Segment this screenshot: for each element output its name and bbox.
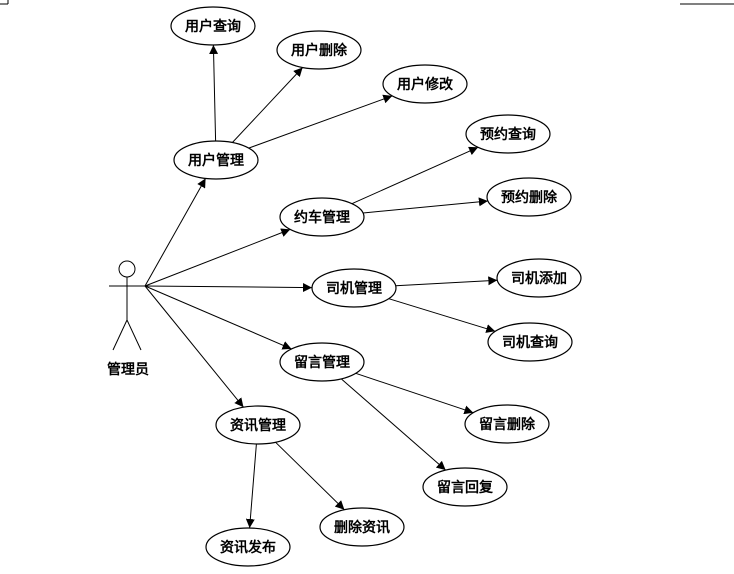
node-user-query-label: 用户查询 <box>185 18 241 35</box>
node-car-mgmt-shape <box>279 197 365 237</box>
node-driver-add-label: 司机添加 <box>511 270 567 287</box>
edge-actor-to-n-msg-mgmt <box>144 285 292 350</box>
node-driver-add: 司机添加 <box>496 258 582 298</box>
edge-n-car-mgmt-to-n-booking-query <box>351 146 479 205</box>
node-msg-delete-shape <box>464 404 550 444</box>
node-news-publish-label: 资讯发布 <box>220 539 276 556</box>
edge-n-msg-mgmt-to-n-msg-delete <box>355 372 474 415</box>
node-driver-query-shape <box>487 322 573 362</box>
edge-n-user-mgmt-to-n-user-query <box>209 44 219 142</box>
node-booking-query: 预约查询 <box>465 114 551 154</box>
node-user-delete: 用户删除 <box>276 30 362 70</box>
edge-n-news-mgmt-to-n-news-delete <box>275 441 345 511</box>
edge-actor-to-n-car-mgmt <box>144 228 291 287</box>
edge-n-driver-mgmt-to-n-driver-query <box>388 298 496 333</box>
node-user-modify-label: 用户修改 <box>397 76 454 93</box>
node-user-modify: 用户修改 <box>382 64 468 104</box>
node-news-mgmt-shape <box>215 405 301 445</box>
node-user-delete-label: 用户删除 <box>291 42 348 59</box>
node-car-mgmt: 约车管理 <box>279 197 365 237</box>
edge-actor-to-n-driver-mgmt <box>144 283 313 293</box>
node-news-delete: 删除资讯 <box>319 507 405 547</box>
node-msg-reply: 留言回复 <box>422 467 508 507</box>
edge-actor-to-n-user-mgmt <box>144 178 207 287</box>
node-news-publish-shape <box>205 527 291 567</box>
node-user-query: 用户查询 <box>170 6 256 46</box>
edge-actor-to-n-news-mgmt <box>144 285 244 408</box>
node-booking-delete-shape <box>486 177 572 217</box>
edges <box>144 44 498 529</box>
node-car-mgmt-label: 约车管理 <box>294 209 350 226</box>
node-user-mgmt: 用户管理 <box>173 140 259 180</box>
edge-n-car-mgmt-to-n-booking-delete <box>363 197 488 214</box>
node-msg-reply-shape <box>422 467 508 507</box>
node-booking-query-shape <box>465 114 551 154</box>
node-msg-mgmt: 留言管理 <box>279 342 365 382</box>
node-driver-query: 司机查询 <box>487 322 573 362</box>
actor-label: 管理员 <box>107 361 149 378</box>
node-user-query-shape <box>170 6 256 46</box>
node-msg-delete-label: 留言删除 <box>479 416 536 433</box>
node-user-modify-shape <box>382 64 468 104</box>
node-booking-delete: 预约删除 <box>486 177 572 217</box>
node-user-mgmt-shape <box>173 140 259 180</box>
actor-figure-icon <box>109 260 145 351</box>
corner-marks <box>0 0 734 5</box>
node-msg-mgmt-label: 留言管理 <box>294 354 350 371</box>
node-news-mgmt: 资讯管理 <box>215 405 301 445</box>
node-news-delete-shape <box>319 507 405 547</box>
node-msg-reply-label: 留言回复 <box>437 479 494 496</box>
edge-n-user-mgmt-to-n-user-delete <box>232 67 303 143</box>
node-driver-add-shape <box>496 258 582 298</box>
actor: 管理员 <box>107 260 149 378</box>
node-news-delete-label: 删除资讯 <box>334 519 390 536</box>
edge-n-msg-mgmt-to-n-msg-reply <box>340 378 447 471</box>
node-news-publish: 资讯发布 <box>205 527 291 567</box>
node-news-mgmt-label: 资讯管理 <box>230 417 286 434</box>
node-user-mgmt-label: 用户管理 <box>188 152 244 169</box>
node-user-delete-shape <box>276 30 362 70</box>
node-booking-delete-label: 预约删除 <box>501 189 558 206</box>
edge-n-driver-mgmt-to-n-driver-add <box>395 276 498 287</box>
node-driver-mgmt: 司机管理 <box>311 268 397 308</box>
node-driver-mgmt-label: 司机管理 <box>326 280 382 297</box>
node-driver-mgmt-shape <box>311 268 397 308</box>
edge-n-news-mgmt-to-n-news-publish <box>245 443 257 529</box>
edge-n-user-mgmt-to-n-user-modify <box>248 94 393 149</box>
node-booking-query-label: 预约查询 <box>480 126 536 143</box>
node-msg-delete: 留言删除 <box>464 404 550 444</box>
node-msg-mgmt-shape <box>279 342 365 382</box>
node-driver-query-label: 司机查询 <box>502 334 558 351</box>
